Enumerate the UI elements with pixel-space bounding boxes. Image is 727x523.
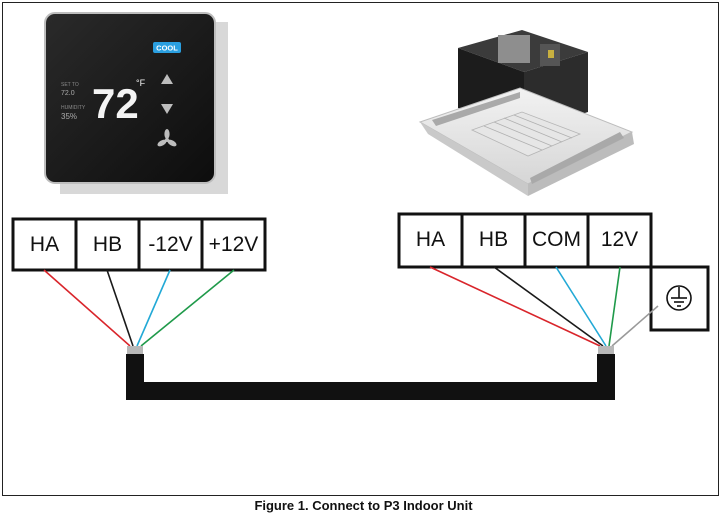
diagram-frame — [2, 2, 719, 496]
tstat-terminal-label: HA — [30, 233, 59, 256]
wire-12v-indoor — [608, 266, 621, 347]
tstat-terminal-label: +12V — [209, 233, 259, 256]
wire-minus-12v-thermostat — [136, 269, 171, 347]
temperature-unit: °F — [136, 78, 146, 88]
indoor-terminal-label: COM — [532, 228, 581, 251]
up-arrow-icon — [161, 74, 173, 84]
wire-ha-indoor — [429, 266, 601, 347]
down-arrow-icon — [161, 104, 173, 114]
indoor-terminal-label: HB — [479, 228, 508, 251]
wire-hb-thermostat — [106, 269, 134, 347]
indoor-wires — [429, 266, 659, 347]
thermostat-terminal-block: HA HB -12V +12V — [11, 217, 267, 272]
cool-badge — [153, 42, 181, 53]
thermostat-wires — [43, 269, 235, 347]
cable-connector-indoor — [598, 346, 614, 354]
tstat-terminal-label: HB — [93, 233, 122, 256]
tstat-terminal-minus-12v — [137, 217, 204, 272]
wire-plus-12v-thermostat — [140, 269, 235, 347]
indoor-cassette-unit — [418, 30, 634, 196]
indoor-terminal-label: HA — [416, 228, 445, 251]
thermostat-device: COOL SET TO 72.0 HUMIDITY 35% 72 °F — [44, 12, 228, 194]
ground-icon — [666, 285, 692, 311]
set-to-value: 72.0 — [61, 90, 75, 97]
cool-badge-label: COOL — [156, 44, 178, 53]
tstat-terminal-plus-12v — [200, 217, 267, 272]
wire-com-indoor — [555, 266, 607, 347]
communication-cable — [126, 354, 615, 400]
cable-connector-thermostat — [127, 346, 143, 354]
indoor-terminal-block: HA HB COM 12V — [397, 212, 710, 332]
indoor-terminal-ha — [397, 212, 464, 269]
humidity-label: HUMIDITY — [61, 105, 86, 111]
wire-ha-thermostat — [43, 269, 131, 347]
wire-ground-indoor — [611, 305, 659, 347]
humidity-value: 35% — [61, 112, 77, 121]
indoor-terminal-hb — [460, 212, 527, 269]
set-to-label: SET TO — [61, 82, 79, 88]
indoor-terminal-label: 12V — [601, 228, 638, 251]
wire-hb-indoor — [493, 266, 604, 347]
tstat-terminal-label: -12V — [148, 233, 192, 256]
temperature-readout: 72 — [92, 80, 139, 127]
figure-caption: Figure 1. Connect to P3 Indoor Unit — [254, 498, 473, 513]
fan-icon — [157, 129, 177, 147]
ground-terminal — [649, 265, 710, 332]
